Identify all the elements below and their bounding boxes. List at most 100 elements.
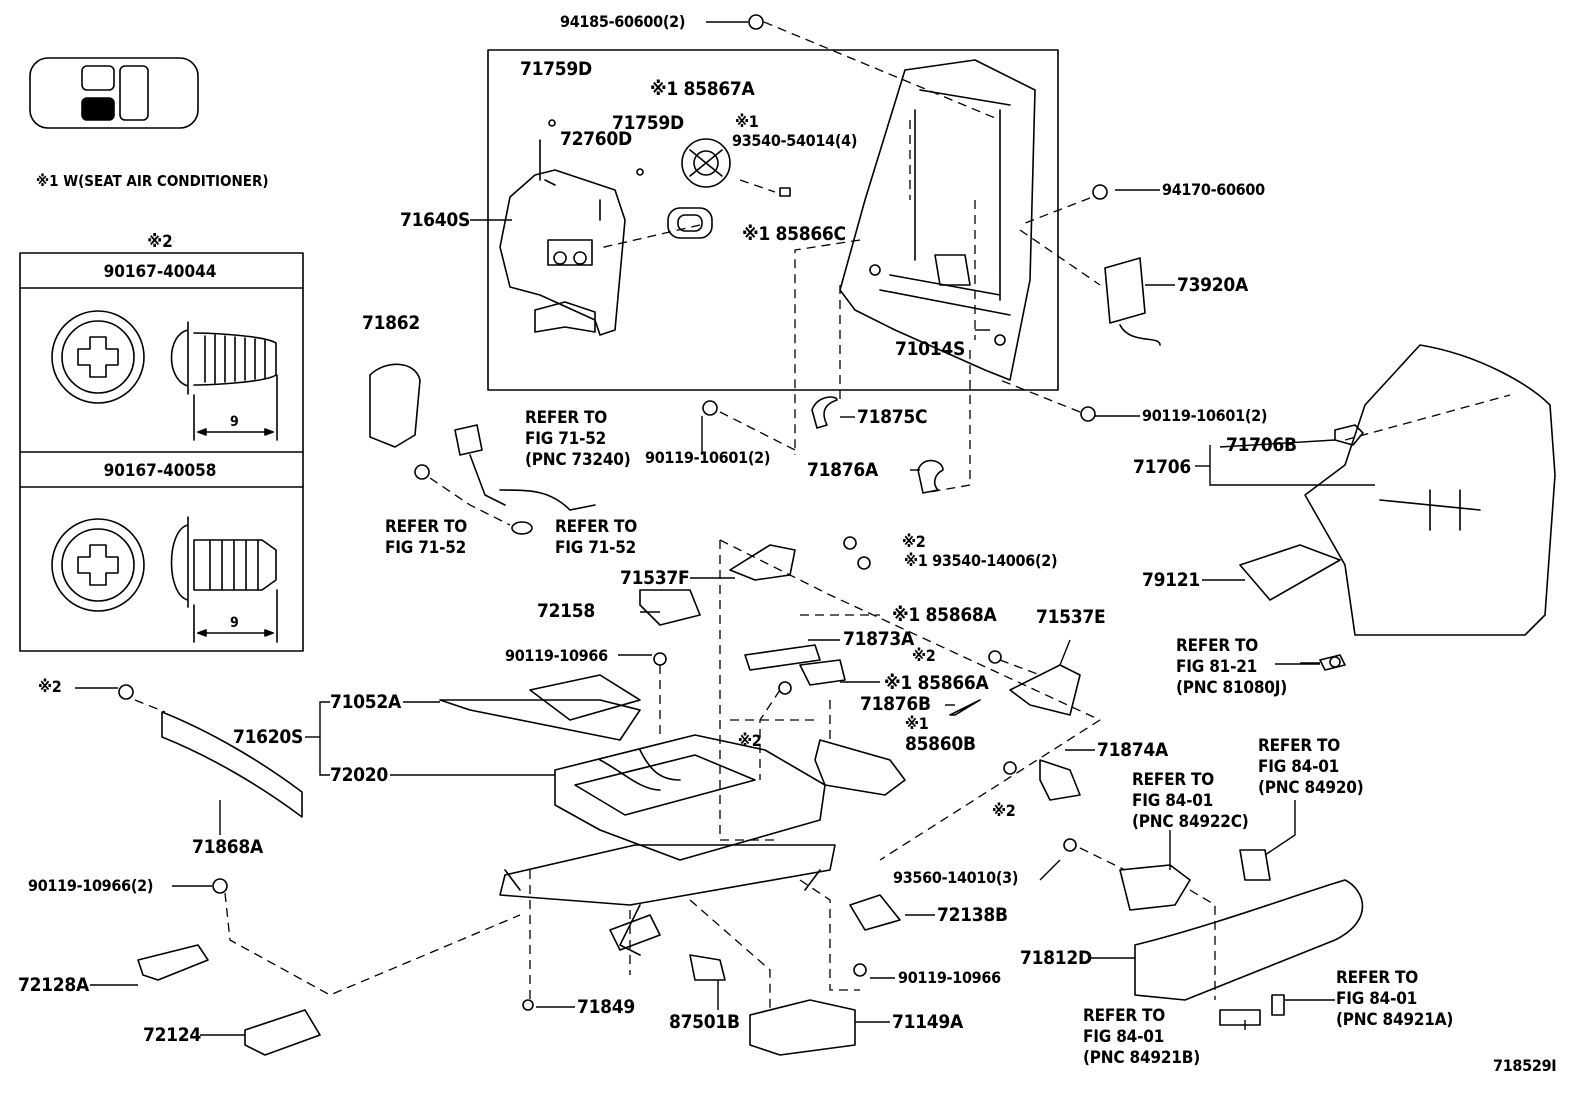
part-label: 71873A <box>843 628 914 650</box>
inset-dimension-bottom: 9 <box>230 615 239 631</box>
bracket-71537e-shape <box>1009 664 1081 716</box>
part-label: ※1 85868A <box>892 604 997 626</box>
inset-part-top: 90167-40044 <box>103 262 217 282</box>
part-label: 71537E <box>1036 606 1106 628</box>
inset-dimension-top: 9 <box>230 414 239 430</box>
part-label: 71759D <box>520 58 592 80</box>
refer-to-block: REFER TO FIG 84-01 (PNC 84921B) <box>1083 1006 1200 1068</box>
part-label: 71876B <box>860 693 931 715</box>
part-label: 71014S <box>895 338 965 360</box>
seatback-group-box <box>487 49 1059 391</box>
part-label: ※1 85866C <box>742 223 846 245</box>
fastener-markers <box>118 14 1341 1011</box>
part-label: ※2 <box>912 646 936 665</box>
inset-part-bottom: 90167-40058 <box>103 461 217 481</box>
refer-to-block: REFER TO FIG 84-01 (PNC 84920) <box>1258 736 1364 798</box>
cushion-frame-shape <box>554 734 826 861</box>
part-label: 71759D <box>612 112 684 134</box>
blower-85860b-shape <box>814 739 906 796</box>
clip-71875c-shape <box>811 396 838 429</box>
part-label: 71875C <box>857 406 928 428</box>
part-label: 79121 <box>1142 569 1200 591</box>
part-label: 94170-60600 <box>1162 180 1265 199</box>
refer-to-block: REFER TO FIG 71-52 <box>555 517 638 558</box>
part-label: 87501B <box>669 1011 740 1033</box>
seatback-cushion-shape <box>1304 344 1556 636</box>
seat-track-shape <box>499 844 836 906</box>
part-label: 71706B <box>1226 434 1297 456</box>
refer-to-block: REFER TO FIG 71-52 <box>385 517 468 558</box>
part-label: 90119-10966 <box>505 646 608 665</box>
part-label: ※2 <box>992 801 1016 820</box>
part-label: 73920A <box>1177 274 1248 296</box>
part-label: ※2 <box>38 677 62 696</box>
part-label: 93560-14010(3) <box>893 868 1019 887</box>
part-label: 85860B <box>905 733 976 755</box>
side-trim-71868a-shape <box>161 711 303 818</box>
knob-84920-shape <box>1239 849 1271 881</box>
fan-shape <box>681 138 731 188</box>
part-label: 72128A <box>18 974 89 996</box>
part-label: ※2 <box>738 731 762 750</box>
part-label: 90119-10966 <box>898 968 1001 987</box>
part-label: 71149A <box>892 1011 963 1033</box>
part-label: 71849 <box>577 996 635 1018</box>
refer-to-block: REFER TO FIG 81-21 (PNC 81080J) <box>1176 636 1288 698</box>
part-label: 72138B <box>937 904 1008 926</box>
refer-to-block: REFER TO FIG 71-52 (PNC 73240) <box>525 408 631 470</box>
part-label: 71868A <box>192 836 263 858</box>
refer-to-block: REFER TO FIG 84-01 (PNC 84922C) <box>1132 770 1249 832</box>
clip-71876a-shape <box>917 459 944 494</box>
side-shield-71812d-shape <box>1134 879 1364 1001</box>
console-79121-shape <box>1239 544 1341 601</box>
bracket-72158-shape <box>639 589 701 626</box>
part-label: 71537F <box>620 567 690 589</box>
part-label: 71052A <box>330 691 401 713</box>
part-label: ※1 85867A <box>650 78 755 100</box>
part-label: ※1 <box>905 714 929 733</box>
duct-85866c-shape <box>667 207 713 239</box>
part-label: ※2 <box>902 532 926 551</box>
part-label: ※1 85866A <box>884 672 989 694</box>
bracket-71874a-shape <box>1039 759 1081 801</box>
part-label: ※1 <box>735 112 759 131</box>
refer-to-block: REFER TO FIG 84-01 (PNC 84921A) <box>1336 968 1454 1030</box>
part-label: 71812D <box>1020 947 1092 969</box>
duct-85866a-shape <box>799 659 846 686</box>
part-label: 93540-54014(4) <box>732 131 858 150</box>
sensor-87501b-shape <box>689 954 726 981</box>
part-label: 72124 <box>143 1024 201 1046</box>
inset-note-mark: ※2 <box>147 232 173 252</box>
fastener-inset-table <box>19 252 304 652</box>
bracket-71873a-shape <box>744 644 821 671</box>
switch-84922c-shape <box>1119 864 1191 911</box>
part-label: 71706 <box>1133 456 1191 478</box>
part-label: 71640S <box>400 209 470 231</box>
clip-71876b-shape <box>949 699 981 716</box>
assembly-dashed-lines <box>134 21 1511 1010</box>
seatback-frame-shape <box>839 59 1036 381</box>
part-label: ※1 93540-14006(2) <box>904 551 1058 570</box>
part-label: 71620S <box>233 726 303 748</box>
cover-72138b-shape <box>849 894 901 931</box>
part-label: 72158 <box>537 600 595 622</box>
cover-72128a-shape <box>137 944 209 981</box>
seatbelt-buckle-shape <box>454 424 483 456</box>
part-label: 72020 <box>330 764 388 786</box>
bracket-71537f-shape <box>729 544 796 581</box>
part-label: 71862 <box>362 312 420 334</box>
leader-lines <box>75 21 1375 1036</box>
module-73920a-shape <box>1104 257 1146 324</box>
part-label: 90119-10966(2) <box>28 876 154 895</box>
part-label: 90119-10601(2) <box>645 448 771 467</box>
part-label: 72760D <box>560 128 632 150</box>
part-label: 71874A <box>1097 739 1168 761</box>
cover-71149a-shape <box>749 999 856 1056</box>
back-board-shape <box>499 169 626 336</box>
cover-72124-shape <box>244 1009 321 1056</box>
seat-locator-icon <box>29 57 199 129</box>
part-label: 90119-10601(2) <box>1142 406 1268 425</box>
cover-71862-shape <box>369 363 421 448</box>
